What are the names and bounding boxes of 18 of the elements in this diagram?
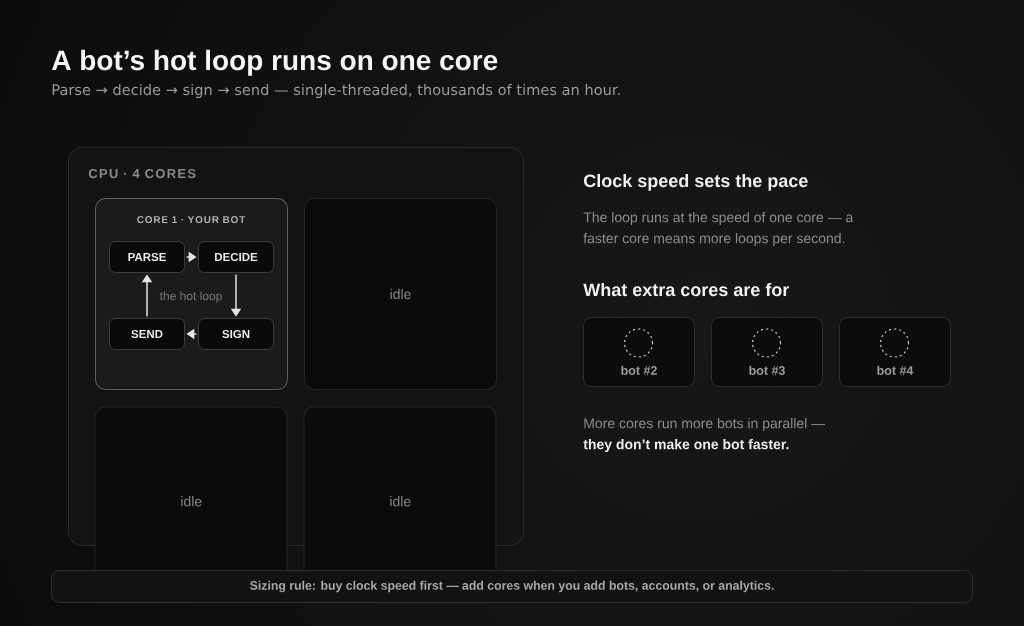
step-box: DECIDE	[198, 241, 274, 273]
heading: What extra cores are for	[583, 282, 790, 297]
subtitle: Parse → decide → sign → send — single-threaded, thousands of times an hour.	[52, 83, 620, 99]
step-box: PARSE	[109, 241, 185, 273]
body-text: More cores run more bots in parallel — they don’t make one bot faster.	[583, 418, 826, 453]
loop-label: the hot loop	[159, 291, 222, 303]
step-box: SEND	[109, 318, 185, 350]
step-box: SIGN	[198, 318, 274, 350]
note-bar: Sizing rule: buy clock speed first — add cores when you add bots, accounts, or analytics.	[51, 570, 973, 603]
core-box: idle	[304, 198, 497, 390]
body-text: The loop runs at the speed of one core — a faster core means more loops per second.	[583, 212, 854, 247]
bot-card: bot #2	[583, 317, 695, 387]
title: A bot’s hot loop runs on one core	[51, 49, 498, 76]
core-box: idle	[303, 406, 497, 572]
bot-card: bot #3	[711, 317, 823, 387]
heading: Clock speed sets the pace	[584, 173, 808, 191]
core-box: idle	[94, 406, 288, 572]
bot-card: bot #4	[839, 317, 951, 387]
